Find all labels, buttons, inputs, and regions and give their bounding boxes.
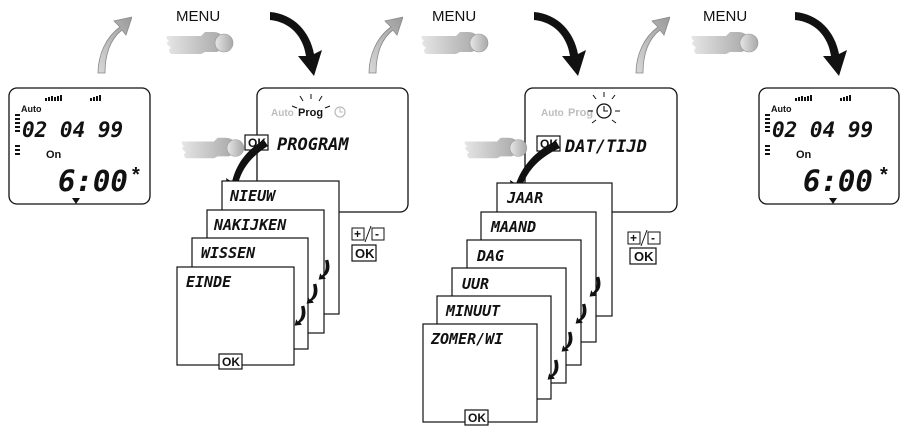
mode-label: Auto — [541, 108, 564, 119]
end-display: Auto 02 04 99 On 6:00 * — [758, 87, 900, 205]
plus-minus-keys: + - OK — [351, 225, 385, 262]
nav-ok-label: OK — [634, 249, 654, 264]
display-frame — [758, 87, 900, 205]
pointer-triangle-icon — [829, 198, 837, 204]
mode-label: Auto — [271, 108, 294, 119]
menu-label: MENU — [176, 8, 220, 25]
pressing-hand-icon — [421, 31, 489, 55]
menu-item-label: ZOMER/WI — [430, 330, 503, 348]
state-label: On — [796, 149, 812, 161]
menu-card[interactable]: EINDE OK — [176, 266, 295, 370]
menu-item-label: EINDE — [186, 273, 232, 291]
date-readout: 02 04 99 — [22, 118, 123, 142]
pressing-hand-icon — [464, 137, 528, 159]
panel-title: PROGRAM — [277, 135, 349, 155]
menu-item-label: MAAND — [490, 218, 536, 236]
curved-up-arrow-icon — [97, 16, 132, 74]
bar-indicators — [765, 95, 851, 155]
panel-title: DAT/TIJD — [564, 137, 647, 157]
menu-item-label: NIEUW — [229, 187, 277, 205]
ok-key-icon — [464, 409, 489, 426]
star-symbol: * — [880, 164, 888, 186]
plus-minus-keys: + - OK — [627, 229, 661, 265]
minus-key-icon: - — [375, 227, 379, 241]
menu-step-1: MENU — [97, 8, 322, 76]
mode-label: Auto — [771, 104, 792, 114]
datetime-panel: Auto Prog OK DAT/TIJD JAAR MAAND DAG U — [422, 87, 678, 426]
confirm-ok-label: OK — [468, 411, 486, 425]
menu-label: MENU — [432, 8, 476, 25]
curved-down-arrow-icon — [534, 12, 586, 76]
menu-item-label: MINUUT — [445, 302, 501, 320]
pressing-hand-icon — [181, 137, 245, 159]
plus-key-icon: + — [630, 231, 637, 245]
plus-key-icon: + — [354, 227, 361, 241]
menu-item-label: UUR — [462, 275, 489, 293]
confirm-ok-label: OK — [222, 355, 240, 369]
menu-item-label: DAG — [476, 247, 504, 265]
menu-label: MENU — [703, 8, 747, 25]
curved-up-arrow-icon — [635, 16, 670, 74]
menu-item-label: WISSEN — [201, 244, 256, 262]
curved-up-arrow-icon — [368, 16, 403, 74]
time-readout: 6:00 — [58, 164, 128, 198]
menu-item-label: JAAR — [506, 189, 543, 207]
minus-key-icon: - — [651, 231, 655, 245]
clock-icon — [588, 92, 620, 124]
ok-key-icon — [218, 353, 243, 370]
prog-label: Prog — [568, 107, 593, 119]
bar-indicators — [15, 95, 101, 155]
pressing-hand-icon — [691, 31, 759, 55]
nav-ok-label: OK — [355, 246, 375, 261]
star-symbol: * — [132, 164, 140, 186]
blink-rays — [291, 94, 331, 109]
curved-down-arrow-icon — [795, 12, 847, 76]
menu-step-2: MENU — [368, 8, 586, 76]
pressing-hand-icon — [166, 31, 234, 55]
program-panel: Auto Prog OK PROGRAM NIEUW NAKIJKEN WISS… — [176, 87, 409, 370]
display-frame — [8, 87, 151, 205]
clock-icon — [334, 106, 346, 118]
state-label: On — [46, 149, 62, 161]
date-readout: 02 04 99 — [772, 118, 873, 142]
menu-item-label: NAKIJKEN — [213, 216, 287, 234]
mode-label: Auto — [21, 104, 42, 114]
start-display: Auto 02 04 99 On 6:00 * — [8, 87, 151, 205]
curved-down-arrow-icon — [270, 12, 322, 76]
time-readout: 6:00 — [803, 164, 873, 198]
menu-card[interactable]: ZOMER/WI OK — [422, 323, 538, 426]
pointer-triangle-icon — [72, 198, 80, 204]
menu-step-3: MENU — [635, 8, 847, 76]
prog-label: Prog — [298, 107, 323, 119]
